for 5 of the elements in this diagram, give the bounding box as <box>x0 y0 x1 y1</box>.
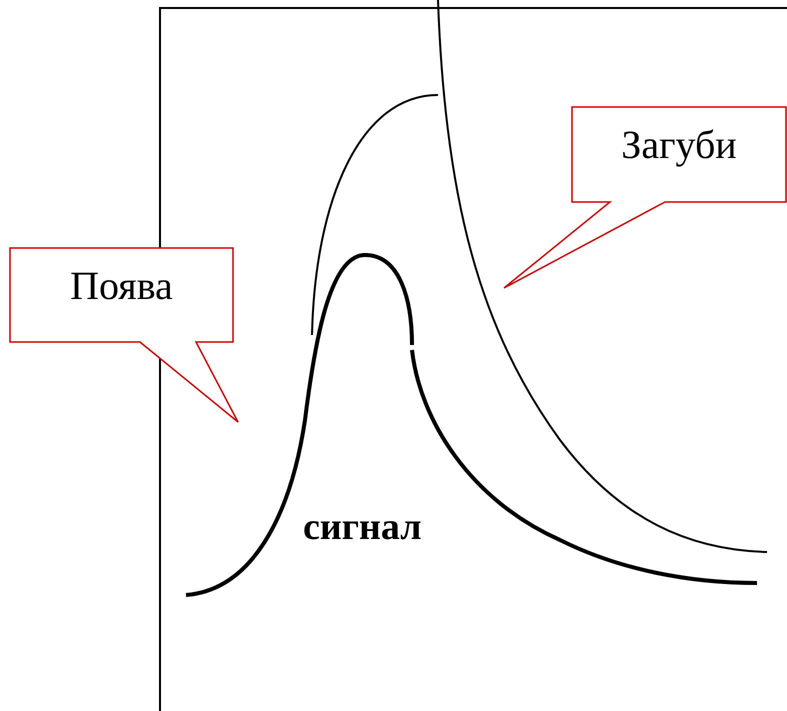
curve-label: сигнал <box>303 505 422 549</box>
callout <box>503 107 787 290</box>
callout <box>10 248 240 424</box>
callout-text: Поява <box>69 262 174 309</box>
callout-text: Загуби <box>620 121 738 168</box>
